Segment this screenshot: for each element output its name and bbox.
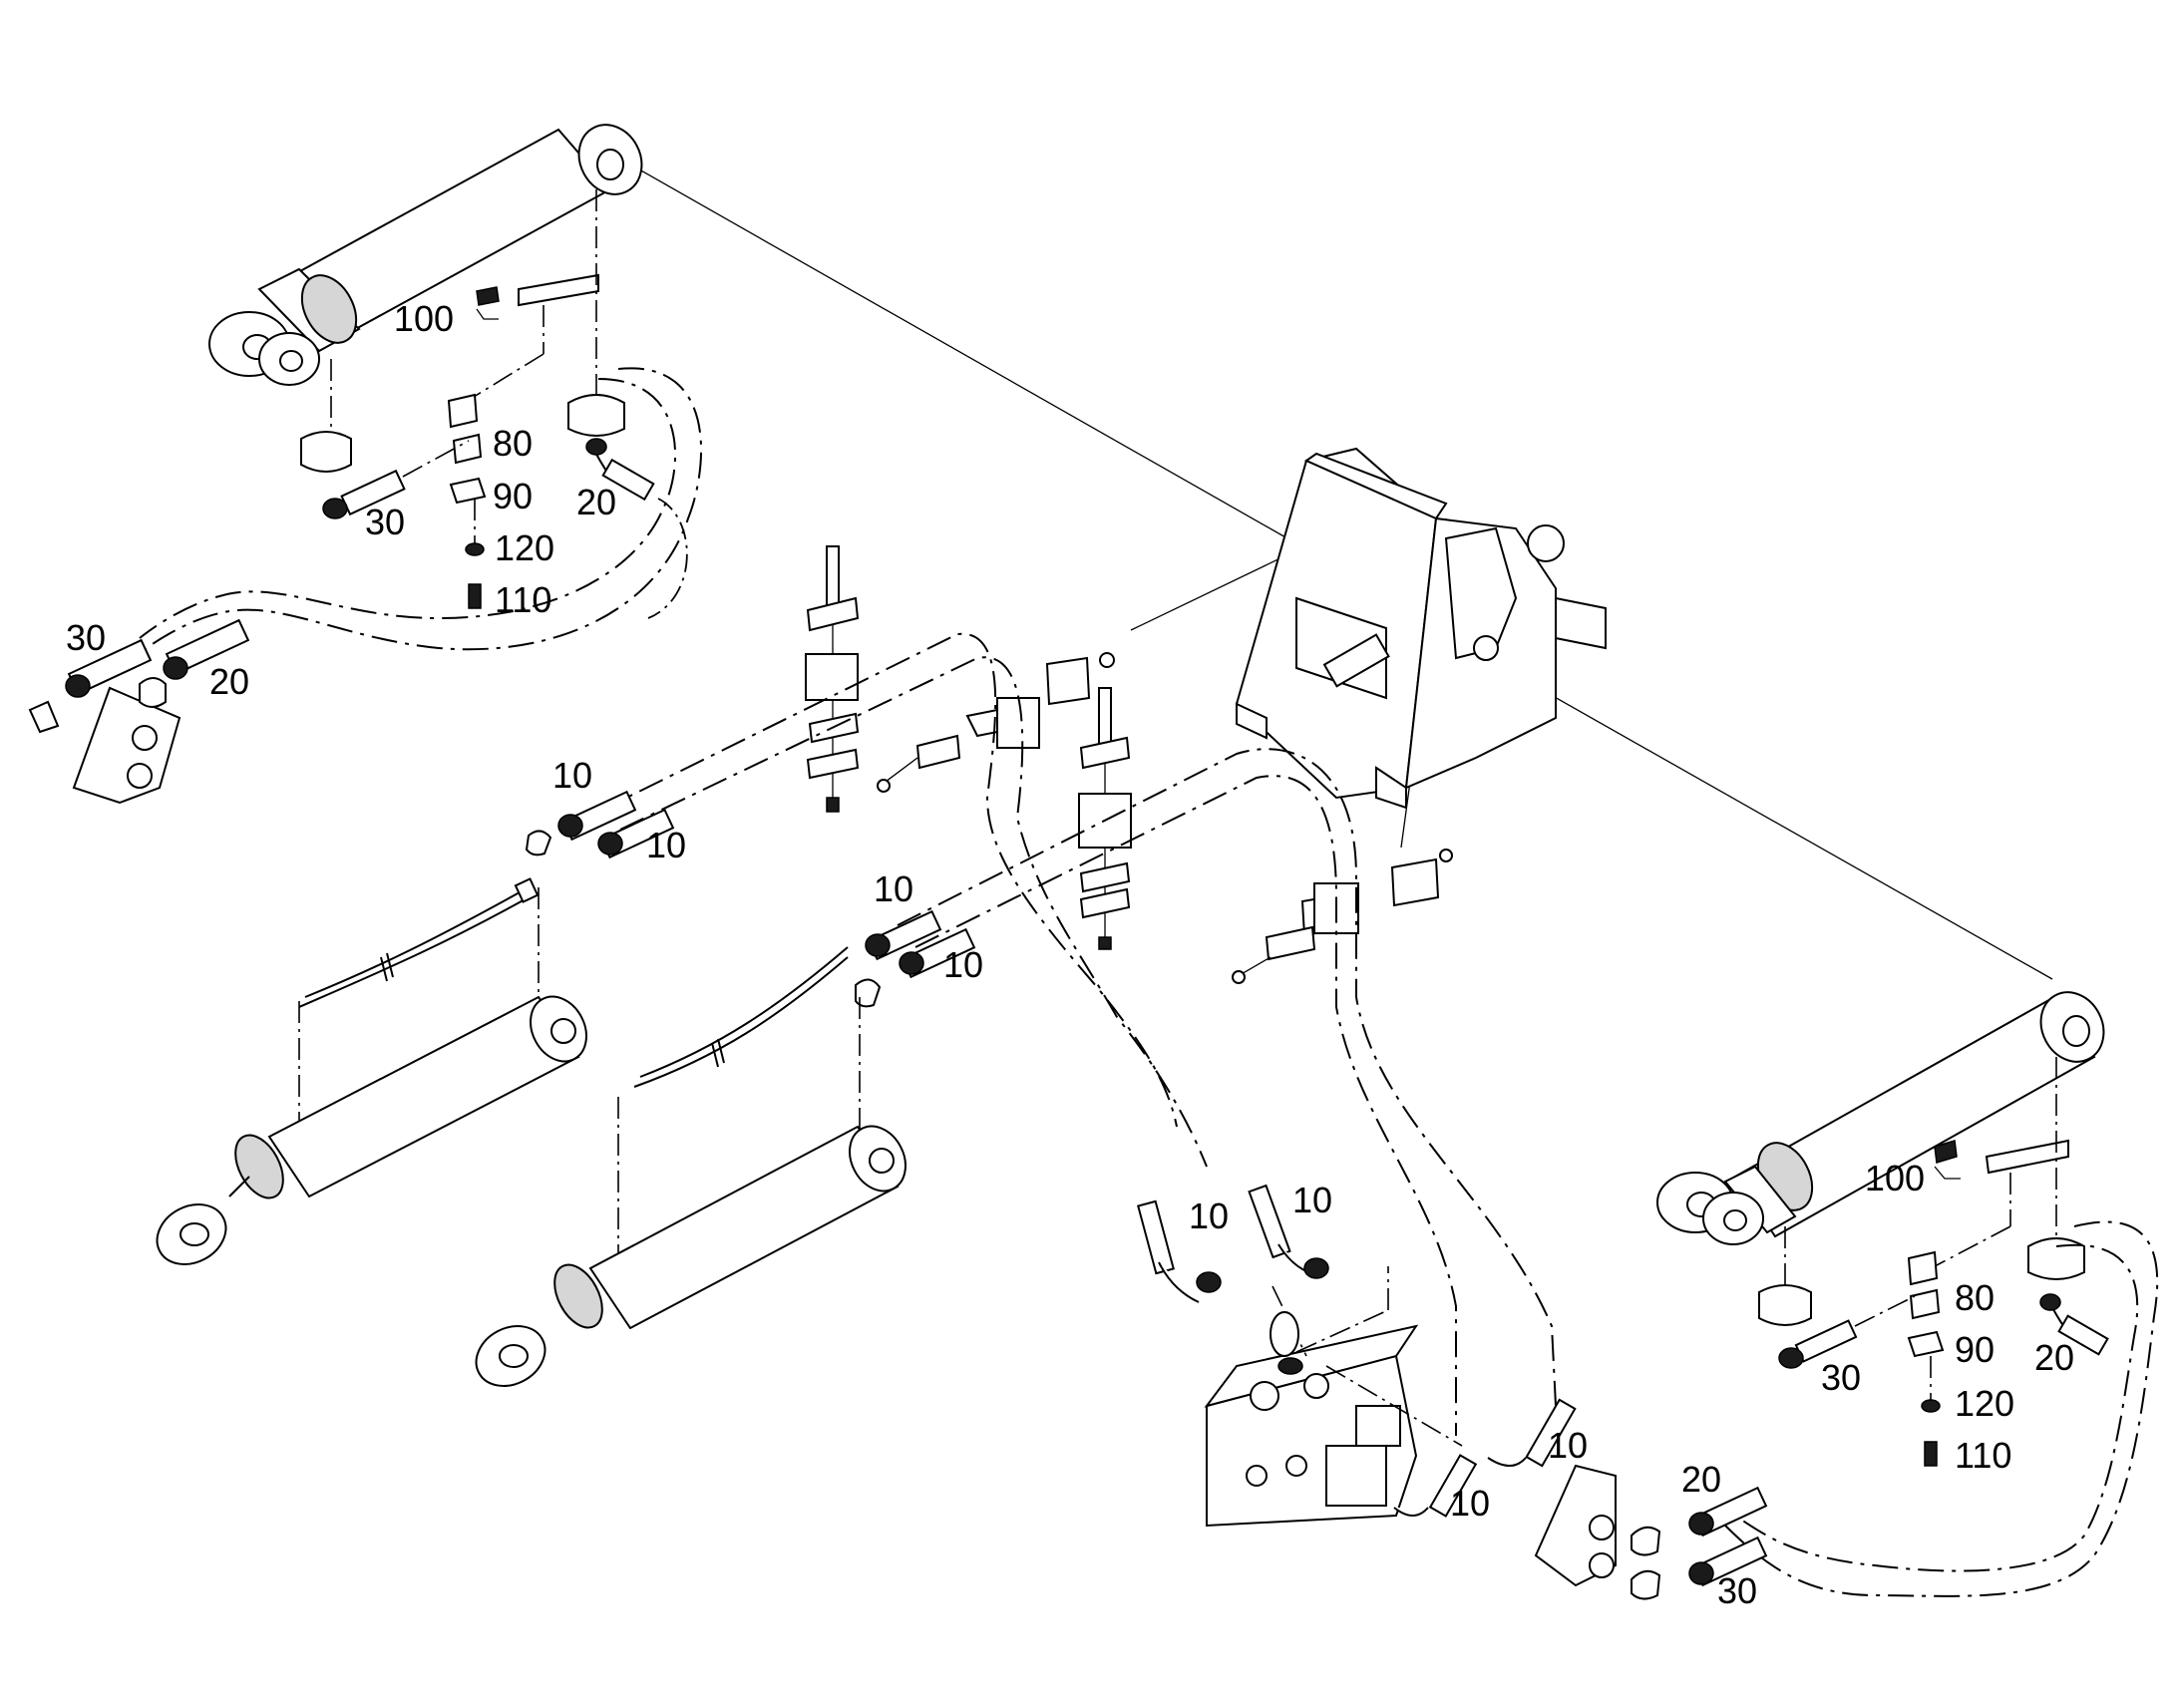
- upper-left-cylinder: [208, 124, 643, 386]
- callout-80-right: 80: [1955, 1277, 1995, 1318]
- lower-right-short-hoses: 30 20: [1778, 1293, 2109, 1398]
- callout-10-d: 10: [943, 944, 983, 985]
- callout-100: 100: [394, 298, 454, 339]
- upper-left-short-hoses: 30 20: [322, 438, 655, 542]
- callout-120-right: 120: [1955, 1383, 2014, 1424]
- lower-right-hose-loop: [1714, 1220, 2159, 1597]
- upper-left-clamp-assembly: 100 80 90 120 110: [300, 189, 625, 620]
- middle-short-hoses: 10 10 10 10: [525, 755, 983, 1008]
- callout-80: 80: [493, 423, 533, 464]
- callout-20-top: 20: [576, 482, 616, 522]
- lower-right-cylinder: [1656, 991, 2105, 1245]
- upper-left-hose-loop: [139, 367, 703, 654]
- callout-10-valve-c: 10: [1548, 1425, 1588, 1466]
- left-bulkhead-plate: 30 20: [28, 617, 250, 805]
- callout-90-right: 90: [1955, 1329, 1995, 1370]
- callout-10-valve-d: 10: [1450, 1483, 1490, 1524]
- callout-20-right-low: 20: [1681, 1459, 1721, 1500]
- callout-110-right: 110: [1955, 1435, 2011, 1476]
- callout-110: 110: [495, 579, 551, 620]
- right-bulkhead-plate: 20 30: [1534, 1459, 1768, 1611]
- callout-20-left: 20: [209, 661, 249, 702]
- callout-20-right-top: 20: [2034, 1337, 2074, 1378]
- valve-short-hoses: 10 10 10 10: [1137, 1180, 1588, 1524]
- middle-clamp-pair-4: [1232, 849, 1453, 984]
- middle-hoses: [597, 632, 1557, 1436]
- callout-30-right-top: 30: [1821, 1357, 1861, 1398]
- callout-90: 90: [493, 476, 533, 516]
- callout-10-valve-b: 10: [1292, 1180, 1332, 1220]
- callout-10-valve-a: 10: [1189, 1196, 1229, 1236]
- middle-left-cylinder-1: [156, 877, 587, 1265]
- middle-clamp-column-3: [1078, 687, 1132, 950]
- middle-clamp-column-1: [805, 545, 860, 813]
- callout-30-right-low: 30: [1717, 1570, 1757, 1611]
- callout-30-top: 30: [365, 502, 405, 542]
- middle-clamp-pair-2: [877, 652, 1115, 793]
- middle-left-cylinder-2: [475, 946, 907, 1387]
- callout-120: 120: [495, 527, 554, 568]
- lower-right-clamp-assembly: 100 80 90 120 110: [1758, 1057, 2085, 1476]
- callout-10-c: 10: [874, 868, 913, 909]
- callout-100-right: 100: [1865, 1158, 1925, 1198]
- central-frame: [1235, 447, 1607, 810]
- control-valve: [1204, 1266, 1463, 1528]
- callout-10-a: 10: [552, 755, 592, 796]
- callout-30-left: 30: [66, 617, 106, 658]
- callout-10-b: 10: [646, 825, 686, 865]
